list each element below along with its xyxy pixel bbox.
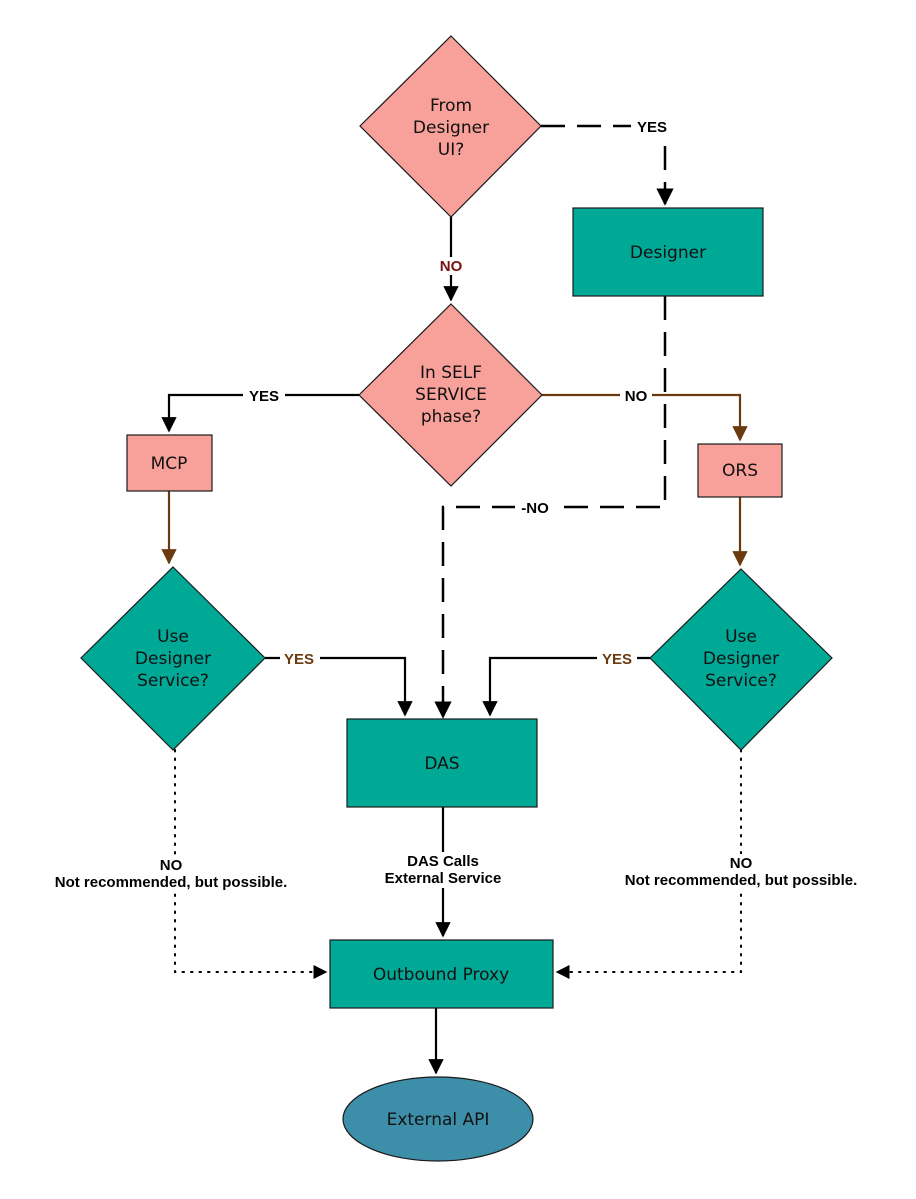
label-self-service-no: NO <box>625 388 648 405</box>
process-ors: ORS <box>697 443 783 498</box>
edge-self-service-yes <box>161 393 359 433</box>
label-left-no: NO <box>160 857 183 874</box>
right-decision-line-3: Service? <box>705 671 777 691</box>
ors-label: ORS <box>722 461 758 481</box>
left-decision-line-2: Designer <box>135 649 211 669</box>
from-designer-line-3: UI? <box>438 140 464 160</box>
ors-box <box>697 443 783 498</box>
mcp-label: MCP <box>151 454 188 474</box>
decision-diamond <box>359 35 542 218</box>
label-right-no: NO <box>730 855 753 872</box>
external-api-label: External API <box>387 1110 490 1130</box>
process-outbound-proxy: Outbound Proxy <box>329 939 554 1009</box>
decision-diamond <box>358 303 543 487</box>
mcp-box <box>126 434 213 492</box>
label-self-service-yes: YES <box>249 388 279 405</box>
label-designer-no: -NO <box>521 500 549 517</box>
designer-box <box>572 207 764 297</box>
process-mcp: MCP <box>126 434 213 492</box>
decision-diamond <box>80 566 266 751</box>
label-right-note: Not recommended, but possible. <box>625 872 858 889</box>
from-designer-line-2: Designer <box>413 118 489 138</box>
label-das-calls-line-1: DAS Calls <box>407 853 479 870</box>
label-left-yes: YES <box>284 651 314 668</box>
label-from-designer-no: NO <box>440 258 463 275</box>
left-decision-line-1: Use <box>157 627 189 647</box>
self-service-line-1: In SELF <box>420 363 482 383</box>
decision-diamond <box>649 568 833 751</box>
outbound-proxy-label: Outbound Proxy <box>373 965 509 985</box>
edge-from-designer-yes <box>541 124 674 206</box>
self-service-line-2: SERVICE <box>415 385 487 405</box>
process-das: DAS <box>346 718 538 808</box>
edge-right-yes <box>482 656 650 717</box>
left-decision-line-3: Service? <box>137 671 209 691</box>
das-label: DAS <box>424 754 459 774</box>
external-api-ellipse <box>342 1076 534 1162</box>
das-box <box>346 718 538 808</box>
from-designer-line-1: From <box>430 96 472 116</box>
outbound-proxy-box <box>329 939 554 1009</box>
edge-right-no <box>555 749 742 979</box>
edge-left-no <box>174 749 328 979</box>
self-service-line-3: phase? <box>421 407 481 427</box>
designer-label: Designer <box>630 243 706 263</box>
process-designer: Designer <box>572 207 764 297</box>
right-decision-line-2: Designer <box>703 649 779 669</box>
right-decision-line-1: Use <box>725 627 757 647</box>
terminal-external-api: External API <box>342 1076 534 1162</box>
label-left-note: Not recommended, but possible. <box>55 874 288 891</box>
edge-self-service-no <box>542 393 748 442</box>
label-right-yes: YES <box>602 651 632 668</box>
label-from-designer-yes: YES <box>637 119 667 136</box>
label-das-calls-line-2: External Service <box>385 870 502 887</box>
